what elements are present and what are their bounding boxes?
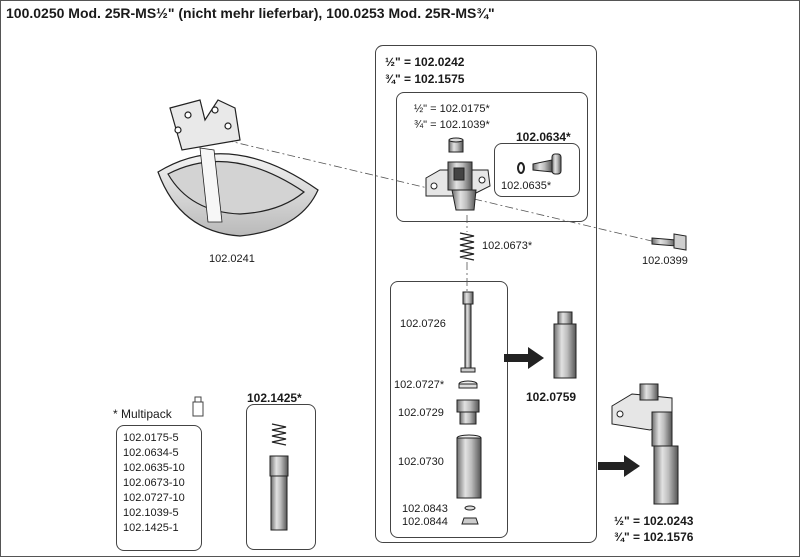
multipack-list-box [116, 425, 202, 551]
list-item: 102.1039-5 [123, 507, 179, 519]
washer-drawing [461, 505, 479, 525]
oring-screw-drawing [517, 153, 562, 175]
valve-seat-drawing [448, 137, 464, 153]
label-seat-half: ½" = 102.0175* [414, 103, 490, 115]
kit-drawing [269, 423, 289, 531]
label-screw-set: 102.0634* [516, 130, 571, 144]
label-spring: 102.0673* [482, 240, 533, 252]
spring-drawing [459, 232, 475, 261]
pin-drawing [460, 291, 476, 373]
label-washer1: 102.0843 [402, 503, 448, 515]
list-item: 102.0673-10 [123, 477, 185, 489]
list-item: 102.0727-10 [123, 492, 185, 504]
valve-body-drawing [425, 161, 491, 211]
label-final-three: ¾" = 102.1576 [614, 530, 694, 544]
list-item: 102.0634-5 [123, 447, 179, 459]
arrow-to-assembly [504, 347, 544, 369]
kit-box [246, 404, 316, 550]
label-valve-half: ½" = 102.0242 [385, 55, 465, 69]
label-assembly: 102.0759 [526, 390, 577, 404]
bolt-drawing [651, 233, 687, 251]
ring-drawing [458, 380, 478, 389]
list-item: 102.0635-10 [123, 462, 185, 474]
pin-assembly-box [390, 281, 508, 538]
label-bowl: 102.0241 [209, 253, 255, 265]
label-kit: 102.1425* [247, 391, 302, 405]
axis-line-bowl [224, 139, 661, 244]
valve-head-box [396, 92, 588, 222]
assembly-drawing [553, 311, 577, 379]
multipack-title: * Multipack [113, 407, 172, 421]
nut-drawing [456, 399, 480, 425]
page-title: 100.0250 Mod. 25R-MS½" (nicht mehr liefe… [6, 5, 495, 21]
label-final-half: ½" = 102.0243 [614, 514, 694, 528]
screw-detail-box [494, 143, 580, 197]
list-item: 102.1425-1 [123, 522, 179, 534]
bowl-drawing [157, 99, 319, 237]
arrow-to-final [598, 455, 640, 477]
sleeve-drawing [456, 434, 482, 499]
label-oring: 102.0635* [501, 180, 552, 192]
label-ring: 102.0727* [394, 379, 445, 391]
label-seat-three: ¾" = 102.1039* [414, 119, 490, 131]
label-sleeve: 102.0730 [398, 456, 444, 468]
label-washer2: 102.0844 [402, 516, 448, 528]
label-valve-three: ¾" = 102.1575 [385, 72, 465, 86]
multipack-icon [192, 396, 204, 417]
valve-group-box [375, 45, 597, 543]
label-pin: 102.0726 [400, 318, 446, 330]
list-item: 102.0175-5 [123, 432, 179, 444]
final-assembly-drawing [611, 383, 679, 505]
label-nut: 102.0729 [398, 407, 444, 419]
label-bolt: 102.0399 [642, 255, 688, 267]
